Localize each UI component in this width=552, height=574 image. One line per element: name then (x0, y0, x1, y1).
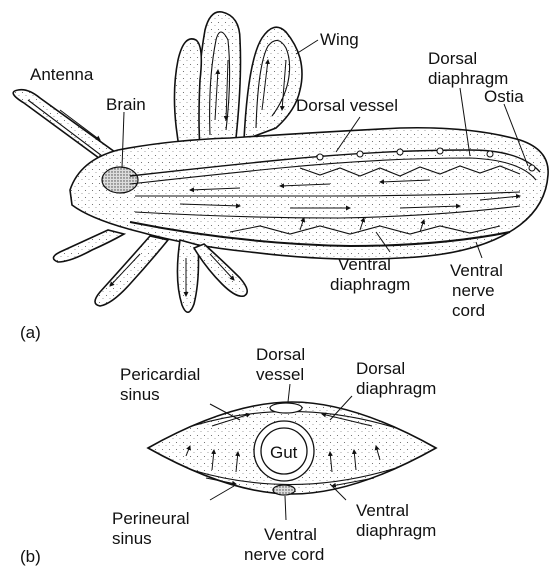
hind-leg-left-shape (95, 236, 168, 306)
panel-a-label: (a) (20, 323, 41, 342)
label-ostia: Ostia (484, 87, 524, 106)
label-b-ventral-diaphragm-1: Ventral (356, 501, 409, 520)
label-b-perineural-sinus-2: sinus (112, 529, 152, 548)
label-brain: Brain (106, 95, 146, 114)
label-ventral-nerve-cord-2: nerve (452, 281, 495, 300)
label-b-ventral-nerve-cord-2: nerve cord (244, 545, 324, 564)
label-b-dorsal-diaphragm-2: diaphragm (356, 379, 436, 398)
wing-shape-2 (174, 39, 201, 152)
cross-section-ventral-nerve-cord (273, 485, 295, 495)
label-ventral-diaphragm-2: diaphragm (330, 275, 410, 294)
brain-shape (102, 167, 138, 193)
panel-b-label: (b) (20, 547, 41, 566)
pro-leg-shape (53, 230, 124, 262)
label-ventral-nerve-cord-1: Ventral (450, 261, 503, 280)
hind-leg-right-shape (194, 244, 247, 296)
label-dorsal-diaphragm-1: Dorsal (428, 49, 477, 68)
label-b-dorsal-diaphragm-1: Dorsal (356, 359, 405, 378)
label-wing: Wing (320, 30, 359, 49)
label-b-ventral-nerve-cord-1: Ventral (264, 525, 317, 544)
label-b-perineural-sinus-1: Perineural (112, 509, 190, 528)
label-b-dorsal-vessel-1: Dorsal (256, 345, 305, 364)
cross-section-dorsal-vessel (270, 403, 302, 413)
label-dorsal-vessel: Dorsal vessel (296, 96, 398, 115)
label-b-ventral-diaphragm-2: diaphragm (356, 521, 436, 540)
label-gut: Gut (270, 443, 298, 462)
label-dorsal-diaphragm-2: diaphragm (428, 69, 508, 88)
label-antenna: Antenna (30, 65, 94, 84)
label-b-pericardial-sinus-1: Pericardial (120, 365, 200, 384)
wing-shape (244, 27, 302, 140)
label-ventral-diaphragm-1: Ventral (338, 255, 391, 274)
label-ventral-nerve-cord-3: cord (452, 301, 485, 320)
label-b-pericardial-sinus-2: sinus (120, 385, 160, 404)
label-b-dorsal-vessel-2: vessel (256, 365, 304, 384)
